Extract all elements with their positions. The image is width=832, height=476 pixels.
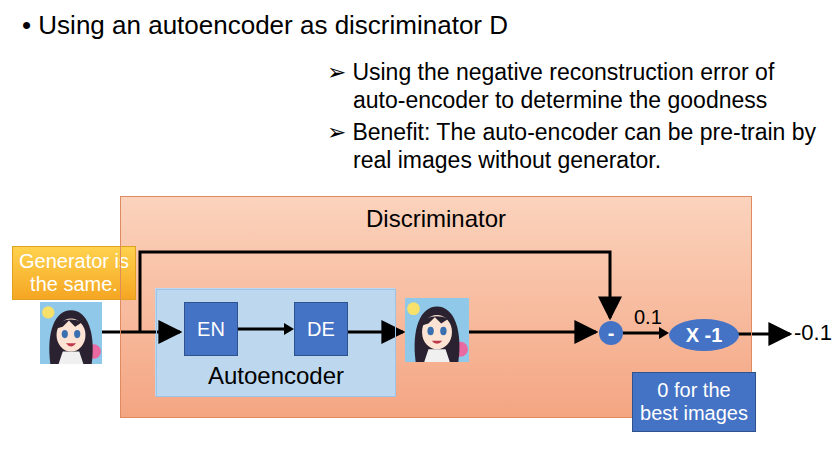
node-text: Autoencoder	[208, 362, 344, 390]
decoder-box: DE	[294, 302, 348, 356]
output-wire	[346, 331, 403, 334]
generator-note: Generator is the same.	[12, 246, 136, 300]
output-value: -0.1	[794, 320, 830, 346]
connector-arrow	[238, 323, 294, 335]
autoencoder-fill	[155, 288, 395, 396]
multiply-ellipse: X -1	[669, 319, 739, 351]
node-text: DE	[307, 318, 335, 341]
edge-value: 0.1	[634, 306, 662, 329]
node-text: EN	[197, 318, 225, 341]
reconstructed-image	[405, 298, 469, 362]
autoencoder-box: Autoencoder EN DE	[156, 289, 396, 397]
encoder-box: EN	[184, 302, 238, 356]
node-text: X -1	[686, 324, 723, 347]
node-text: -	[608, 323, 615, 343]
node-text: 0 for the best images	[636, 379, 752, 425]
bullet-text: ➢ Using the negative reconstruction erro…	[327, 58, 827, 114]
node-text: Discriminator	[366, 205, 506, 233]
compare-wire	[469, 331, 596, 334]
bullet-text: ➢ Benefit: The auto-encoder can be pre-t…	[327, 118, 827, 174]
best-image-note: 0 for the best images	[632, 372, 756, 432]
node-text: Generator is the same.	[16, 250, 132, 296]
connector-arrow	[623, 327, 669, 339]
bullet-text: • Using an autoencoder as discriminator …	[22, 10, 822, 41]
result-wire	[738, 333, 790, 336]
subtract-circle: -	[599, 321, 623, 345]
input-image	[40, 302, 102, 364]
